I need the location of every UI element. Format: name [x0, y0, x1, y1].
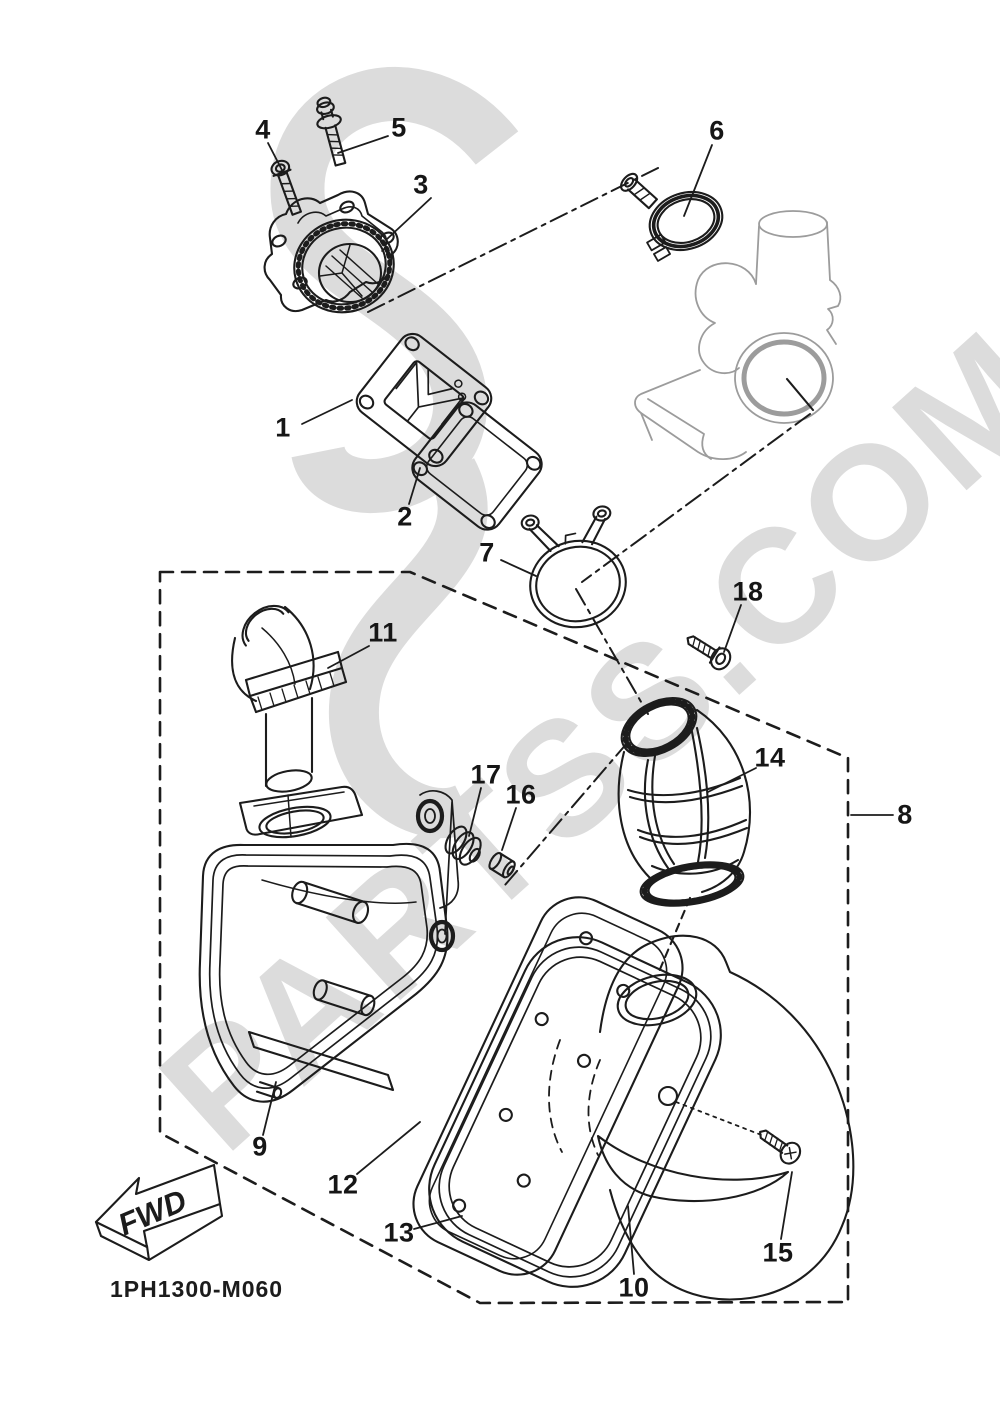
- part-7-clamp-ring: [520, 505, 627, 629]
- watermark: PARTSS.COM: [127, 67, 1000, 1184]
- part-callout-12: 12: [327, 1169, 359, 1200]
- part-callout-11: 11: [368, 617, 398, 648]
- part-callout-4: 4: [255, 114, 271, 145]
- part-callout-13: 13: [383, 1217, 415, 1248]
- part-callout-6: 6: [709, 115, 725, 146]
- carburetor-axis-tick: [785, 377, 815, 412]
- watermark-swoosh-bottom: [329, 458, 488, 838]
- part-callout-18: 18: [732, 576, 764, 607]
- part-11-air-duct: [231, 604, 348, 838]
- drawing-code: 1PH1300-M060: [110, 1276, 284, 1302]
- assembly-boundary-dashed: [158, 570, 850, 1305]
- part-3-intake-manifold: [263, 190, 399, 314]
- part-15-screw: [759, 1129, 802, 1165]
- diagram-line-art: FWD: [94, 96, 894, 1305]
- part-callout-16: 16: [505, 779, 537, 810]
- part-callout-1: 1: [275, 412, 291, 443]
- part-12-filter-element: [412, 896, 684, 1276]
- part-6-hose-clamp: [620, 172, 724, 262]
- part-callout-5: 5: [391, 112, 407, 143]
- part-13-seal-frame: [428, 936, 722, 1288]
- part-callout-9: 9: [252, 1131, 268, 1162]
- part-5-bolt: [316, 96, 347, 167]
- part-18-bolt: [686, 635, 732, 671]
- part-callout-10: 10: [618, 1272, 650, 1303]
- watermark-text: PARTSS.COM: [127, 295, 1000, 1184]
- part-callout-2: 2: [397, 501, 413, 532]
- part-10-case-cover: [548, 934, 855, 1301]
- part-16-collar: [488, 851, 516, 879]
- watermark-swoosh-top: [270, 67, 519, 514]
- part-callout-17: 17: [470, 759, 502, 790]
- part-1-reed-valve: [355, 332, 493, 468]
- part-2-gasket: [411, 401, 543, 531]
- carburetor-reference: [634, 210, 842, 461]
- part-14-air-cleaner-joint: [617, 696, 751, 907]
- part-callout-3: 3: [413, 169, 429, 200]
- part-callout-14: 14: [754, 742, 786, 773]
- assembly-axis-lines: [367, 167, 811, 886]
- part-callout-15: 15: [762, 1237, 794, 1268]
- part-callout-8: 8: [897, 799, 913, 830]
- part-9-air-cleaner-case: [198, 785, 460, 1103]
- callout-leader-lines: [262, 135, 894, 1275]
- part-callout-7: 7: [479, 537, 495, 568]
- part-17-grommet: [444, 825, 482, 866]
- fwd-arrow: FWD: [94, 1163, 224, 1262]
